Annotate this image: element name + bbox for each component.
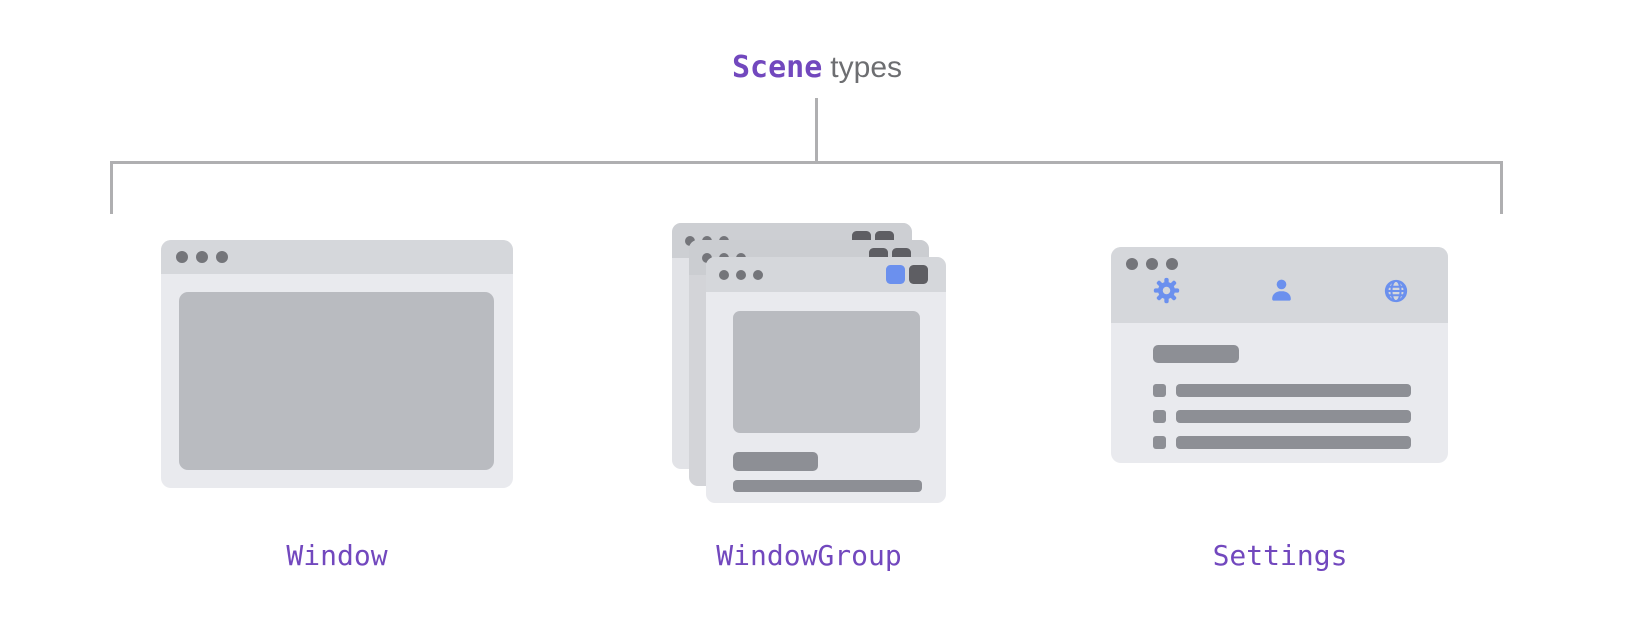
text-line-placeholder bbox=[1176, 384, 1411, 397]
window-dot-icon bbox=[736, 269, 746, 280]
window-dot-icon bbox=[753, 269, 763, 280]
footer-bar-placeholder bbox=[733, 480, 922, 492]
gear-icon bbox=[1153, 277, 1180, 304]
window-dot-icon bbox=[216, 251, 228, 263]
title-plain-text: types bbox=[830, 51, 903, 84]
window-illustration bbox=[161, 240, 513, 488]
person-icon bbox=[1272, 279, 1291, 301]
settings-heading-placeholder bbox=[1153, 345, 1239, 363]
window-dot-icon bbox=[702, 252, 712, 263]
window-dot-icon bbox=[719, 269, 729, 280]
text-line-placeholder bbox=[1176, 410, 1411, 423]
connector-left-drop bbox=[110, 161, 113, 214]
button-placeholder bbox=[733, 452, 818, 471]
stacked-window-front bbox=[706, 257, 946, 503]
node-label-window: Window bbox=[286, 539, 388, 572]
globe-icon bbox=[1384, 279, 1408, 302]
window-dot-icon bbox=[1126, 258, 1138, 270]
window-content-placeholder bbox=[733, 311, 920, 433]
window-dot-icon bbox=[176, 251, 188, 263]
window-titlebar bbox=[161, 240, 513, 274]
window-dot-icon bbox=[1146, 258, 1158, 270]
windowgroup-illustration bbox=[672, 223, 946, 503]
window-control-buttons bbox=[886, 265, 928, 284]
checkbox-placeholder bbox=[1153, 410, 1166, 423]
window-dot-icon bbox=[196, 251, 208, 263]
blue-square-button-icon bbox=[886, 265, 905, 284]
checkbox-placeholder bbox=[1153, 384, 1166, 397]
node-label-windowgroup: WindowGroup bbox=[716, 539, 902, 572]
window-dot-icon bbox=[1166, 258, 1178, 270]
title-code-text: Scene bbox=[731, 50, 823, 85]
window-titlebar bbox=[706, 257, 946, 292]
connector-stem bbox=[815, 98, 818, 163]
settings-toolbar bbox=[1111, 270, 1448, 305]
connector-horizontal bbox=[110, 161, 1503, 164]
settings-illustration bbox=[1111, 247, 1448, 463]
window-dot-icon bbox=[685, 235, 695, 246]
node-label-settings: Settings bbox=[1212, 539, 1348, 572]
text-line-placeholder bbox=[1176, 436, 1411, 449]
window-content-placeholder bbox=[179, 292, 494, 470]
gray-square-button-icon bbox=[909, 265, 928, 284]
connector-right-drop bbox=[1500, 161, 1503, 214]
traffic-light-dots bbox=[719, 269, 763, 280]
settings-header bbox=[1111, 247, 1448, 323]
checkbox-placeholder bbox=[1153, 436, 1166, 449]
traffic-light-dots bbox=[1111, 247, 1448, 270]
traffic-light-dots bbox=[176, 251, 228, 263]
